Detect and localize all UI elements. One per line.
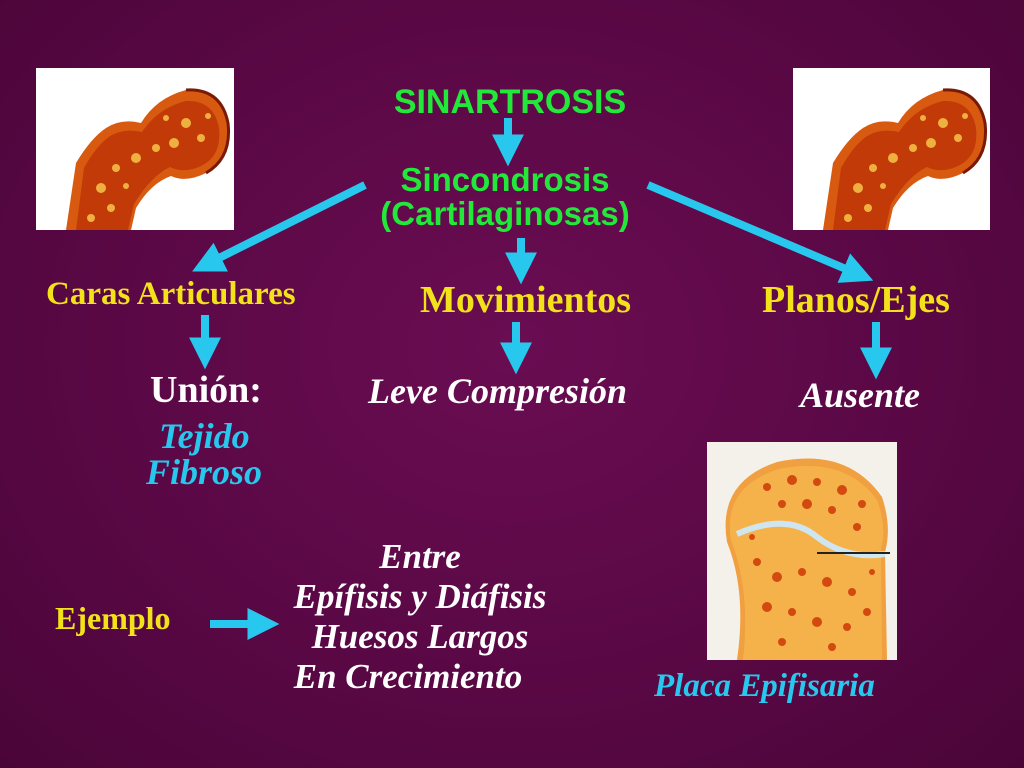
page-title: SINARTROSIS [393,83,627,121]
union-value-line1: Tejido [159,416,250,456]
planos-ejes-heading: Planos/Ejes [762,279,950,321]
subtitle-line2: (Cartilaginosas) [380,195,630,232]
union-value: Tejido Fibroso [146,418,262,490]
example-line-2: Epífisis y Diáfisis [293,577,547,616]
arrow-to-caras [192,181,367,272]
example-line-3: Huesos Largos [311,617,529,656]
example-text: Entre Epífisis y Diáfisis Huesos Largos … [255,537,585,697]
movimientos-heading: Movimientos [420,279,632,321]
ejemplo-label: Ejemplo [55,600,171,636]
union-label: Unión: [150,369,262,411]
subtitle: Sincondrosis (Cartilaginosas) [330,163,680,231]
image-caption: Placa Epifisaria [654,668,875,704]
caras-articulares-heading: Caras Articulares [46,276,296,312]
example-line-4: En Crecimiento [293,657,523,696]
planos-value: Ausente [800,375,921,415]
union-value-line2: Fibroso [146,452,263,492]
movimientos-value: Leve Compresión [368,371,627,411]
femur-head-image-left [36,68,234,230]
subtitle-line1: Sincondrosis [400,161,610,198]
arrow-to-planos [646,181,874,283]
femur-head-image-right [793,68,990,230]
epiphyseal-plate-image [707,442,897,660]
example-line-1: Entre [379,537,461,576]
